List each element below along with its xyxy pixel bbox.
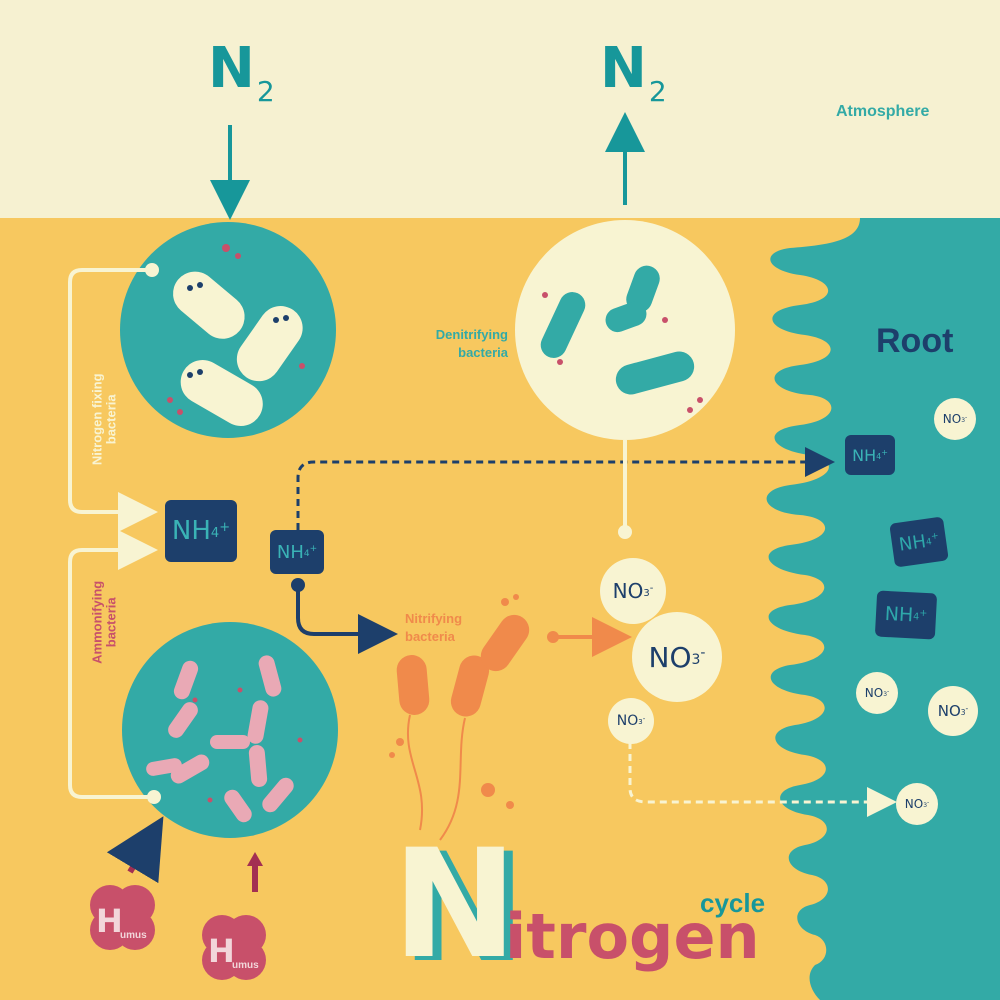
title-initial: N [392,818,518,992]
n2-gas-label-right: N2 [600,36,667,108]
nh4-to-root-dashed-arrow [296,447,835,530]
atmosphere-band [0,0,1000,218]
humus-arrow-1 [106,816,164,884]
atmosphere-label: Atmosphere [836,103,930,120]
n2-gas-label-left: N2 [208,36,275,108]
denitrifying-bacteria-illustration [515,220,735,440]
humus-blob-1 [90,885,155,950]
nh4-to-nitrifying-arrow [296,585,398,654]
humus-blob-2 [202,915,266,980]
fixing-bracket-arrow [68,268,158,532]
ammonifying-bacteria-illustration [122,622,338,838]
ammonifying-bracket-arrow [68,530,158,799]
title-suffix: cycle [700,888,766,918]
nitrifying-bacteria-illustration [389,594,530,841]
title-word: itrogen [505,900,760,973]
nitrogen-fixing-bacteria-illustration [120,222,336,438]
root-label: Root [876,322,954,360]
